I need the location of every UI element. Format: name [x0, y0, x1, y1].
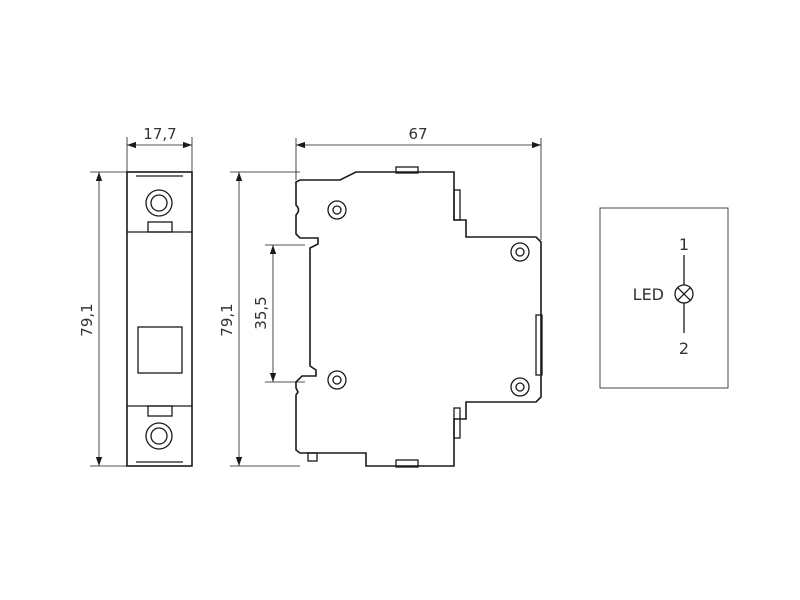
bottom-terminal-tab	[147, 405, 173, 417]
side-lower-step-detail	[453, 407, 461, 439]
side-screw-lower-left	[327, 370, 347, 390]
led-window	[137, 326, 183, 374]
rail-dimension-label: 35,5	[252, 296, 270, 329]
top-terminal-screw-inner	[150, 194, 168, 212]
top-terminal-tab	[147, 221, 173, 233]
side-top-tab	[395, 166, 419, 174]
side-screw-lower-left-inner	[332, 375, 342, 385]
terminal-2-label: 2	[679, 339, 689, 358]
width-dimension-label: 17,7	[143, 125, 176, 143]
side-bottom-latch	[307, 452, 318, 462]
bottom-terminal-screw-inner	[150, 427, 168, 445]
side-screw-upper-left-inner	[332, 205, 342, 215]
led-lamp-cross-b	[677, 287, 691, 301]
side-screw-lower-right	[510, 377, 530, 397]
side-screw-upper-left	[327, 200, 347, 220]
side-screw-lower-right-inner	[515, 382, 525, 392]
top-terminal-screw	[145, 189, 173, 217]
side-bottom-tab	[395, 459, 419, 468]
schematic-frame	[599, 207, 729, 389]
side-upper-step-detail	[453, 189, 461, 221]
side-screw-upper-right-inner	[515, 247, 525, 257]
side-view: 67 79,1 35,5	[218, 125, 543, 468]
depth-dimension-label: 67	[408, 125, 427, 143]
bottom-terminal-screw	[145, 422, 173, 450]
front-body-outline	[126, 171, 193, 467]
side-height-dimension-label: 79,1	[218, 303, 236, 336]
side-front-edge-detail	[535, 314, 543, 376]
schematic-symbol-box: 1 LED 2	[599, 207, 729, 389]
terminal-1-label: 1	[679, 235, 689, 254]
led-component-label: LED	[633, 285, 664, 304]
side-screw-upper-right	[510, 242, 530, 262]
side-body-outline	[295, 171, 542, 467]
front-height-dimension-label: 79,1	[78, 303, 96, 336]
front-view: 17,7 79,1	[78, 125, 193, 467]
